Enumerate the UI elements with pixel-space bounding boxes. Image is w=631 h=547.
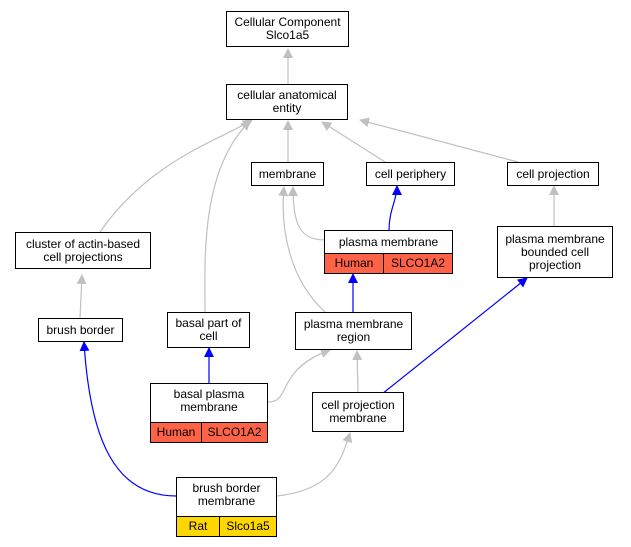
- species-tag: Rat: [176, 516, 220, 537]
- cluster-line2: cell projections: [43, 249, 123, 264]
- edge-periphery-cae: [321, 121, 386, 163]
- species-tag: Human: [324, 253, 384, 274]
- cae-line2: entity: [272, 101, 302, 115]
- edge-brush-cluster: [76, 274, 87, 319]
- node-plasma-membrane[interactable]: plasma membrane Human SLCO1A2: [324, 230, 453, 274]
- edge-cpm-pmbcp: [381, 277, 528, 395]
- gene-tag: SLCO1A2: [383, 253, 453, 274]
- pmbcp-line1: plasma membrane: [505, 231, 605, 246]
- edge-bbm-brush: [79, 341, 177, 497]
- pmr-line2: region: [336, 330, 371, 344]
- pmbcp-line2: bounded cell: [520, 244, 590, 259]
- bbm-line2: membrane: [197, 494, 256, 508]
- pmbcp-line3: projection: [528, 257, 582, 272]
- node-membrane[interactable]: membrane: [251, 162, 324, 186]
- edge-cellproj-cae: [359, 117, 519, 163]
- bbm-line1: brush border: [192, 481, 261, 495]
- gene-tag: Slco1a5: [219, 516, 277, 537]
- edge-basal-part-cae: [204, 120, 251, 313]
- edge-bbm-cpm: [276, 432, 353, 497]
- node-root-line1: Cellular Component: [234, 15, 341, 29]
- edge-cpm-pmr: [352, 350, 363, 393]
- edge-pmr-membrane: [278, 186, 326, 313]
- cell-periphery-label: cell periphery: [374, 166, 447, 181]
- cluster-line1: cluster of actin-based: [25, 236, 141, 251]
- node-cell-periphery[interactable]: cell periphery: [366, 162, 455, 186]
- cell-projection-label: cell projection: [516, 166, 590, 181]
- edge-pm-membrane: [288, 186, 326, 241]
- species-tag: Human: [150, 422, 202, 443]
- node-brush-border[interactable]: brush border: [38, 318, 123, 342]
- node-cell-projection[interactable]: cell projection: [507, 162, 599, 186]
- node-root-line2: Slco1a5: [265, 28, 310, 42]
- cae-line1: cellular anatomical: [237, 88, 337, 102]
- bpm-annotation: Human SLCO1A2: [150, 422, 268, 443]
- bpm-line1: basal plasma: [173, 387, 245, 401]
- edge-cluster-cae: [99, 119, 253, 233]
- basal-part-line1: basal part of: [175, 316, 242, 330]
- gene-tag: SLCO1A2: [201, 422, 268, 443]
- basal-part-line2: cell: [199, 329, 218, 343]
- cpm-line2: membrane: [329, 411, 387, 425]
- membrane-label: membrane: [258, 166, 317, 181]
- bpm-line2: membrane: [180, 400, 238, 414]
- plasma-membrane-label: plasma membrane: [338, 235, 439, 249]
- cpm-line1: cell projection: [321, 398, 395, 412]
- pmr-line1: plasma membrane: [303, 317, 404, 331]
- plasma-membrane-annotation: Human SLCO1A2: [324, 253, 453, 274]
- edge-bpm-pmr: [267, 348, 331, 403]
- edge-pm-periphery: [388, 185, 402, 231]
- bbm-annotation: Rat Slco1a5: [176, 516, 277, 537]
- brush-border-label: brush border: [46, 322, 115, 337]
